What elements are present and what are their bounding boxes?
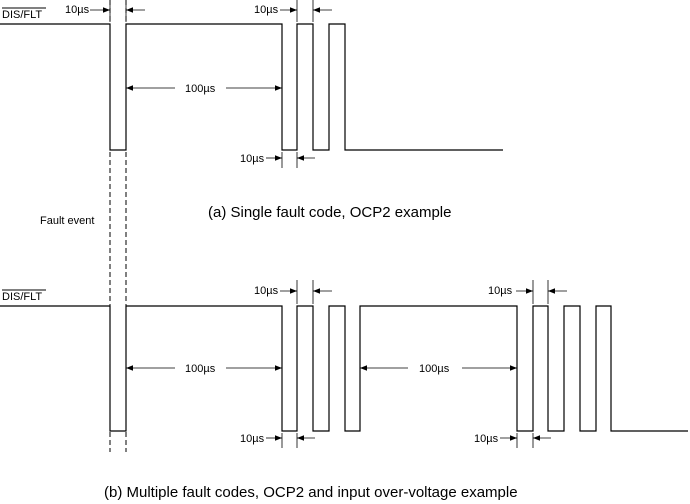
dim-label: 100µs xyxy=(185,363,216,375)
dim-10us-top-a: 10µs xyxy=(65,0,145,22)
dim-100us-b2: 100µs xyxy=(360,363,517,375)
dim-label: 10µs xyxy=(474,433,499,445)
fault-event-markers: Fault event xyxy=(38,0,127,452)
signal-label-a: DIS/FLT xyxy=(2,9,42,21)
dim-100us-b1: 100µs xyxy=(126,363,282,375)
fault-event-label: Fault event xyxy=(40,215,94,227)
dim-label: 100µs xyxy=(419,363,450,375)
dim-label: 10µs xyxy=(65,4,90,16)
dim-label: 10µs xyxy=(240,433,265,445)
diagram-b: DIS/FLT 10µs 10µs 100µs 100µs xyxy=(0,280,688,501)
dim-10us-bottom-b2: 10µs xyxy=(474,433,551,448)
caption-a: (a) Single fault code, OCP2 example xyxy=(208,204,451,221)
dim-10us-bottom-b1: 10µs xyxy=(240,433,315,448)
dim-label: 10µs xyxy=(254,4,279,16)
waveform-a xyxy=(0,23,503,151)
dim-label: 10µs xyxy=(254,285,279,297)
dim-100us-a: 100µs xyxy=(126,83,282,95)
dim-label: 100µs xyxy=(185,83,216,95)
dim-10us-bottom-a: 10µs xyxy=(240,152,315,168)
dim-10us-top-a2: 10µs xyxy=(254,0,332,22)
signal-label-b: DIS/FLT xyxy=(2,291,42,303)
dim-label: 10µs xyxy=(240,153,265,165)
dim-label: 10µs xyxy=(488,285,513,297)
dim-10us-top-b2: 10µs xyxy=(488,280,567,304)
caption-b: (b) Multiple fault codes, OCP2 and input… xyxy=(104,484,518,501)
diagram-a: DIS/FLT 10µs 100µs 10µs xyxy=(0,0,503,221)
dim-10us-top-b1: 10µs xyxy=(254,280,332,304)
waveform-b xyxy=(0,305,688,432)
